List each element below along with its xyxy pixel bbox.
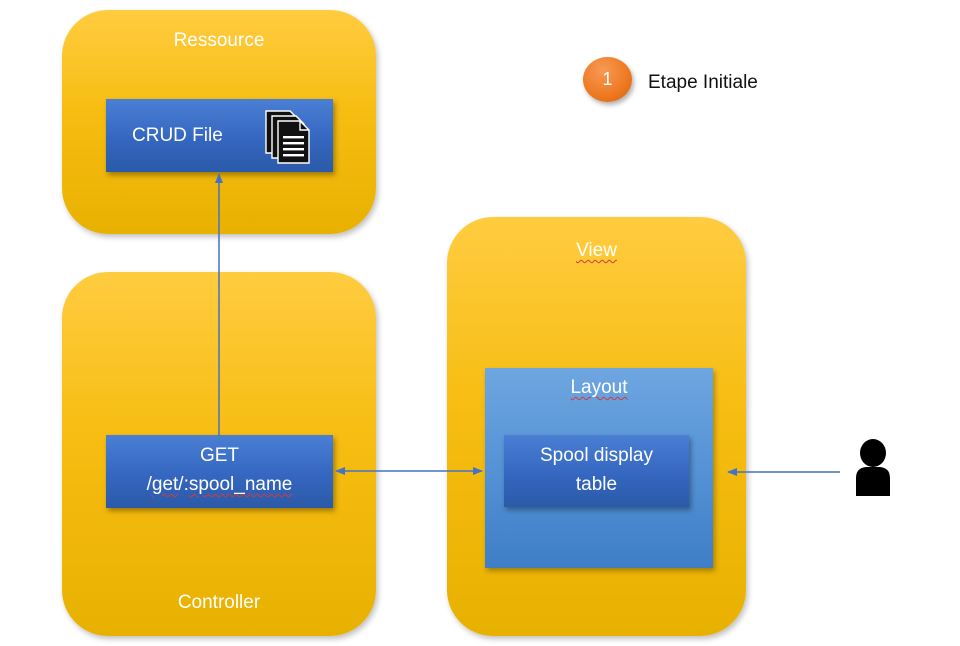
legend-label: Etape Initiale <box>648 72 758 93</box>
controller-title: Controller <box>177 592 261 613</box>
person-icon <box>853 438 893 503</box>
route-get-segment: get <box>151 474 179 495</box>
spool-display-line2: table <box>575 474 618 495</box>
layout-title: Layout <box>485 377 713 399</box>
controller-panel: GET /get/:spool_name Controller <box>62 272 376 636</box>
spool-display-line1: Spool display <box>539 445 654 466</box>
crud-file-box: CRUD File <box>106 99 333 172</box>
get-method-label: GET <box>199 445 240 466</box>
layout-title-text: Layout <box>570 377 628 398</box>
get-route-box: GET /get/:spool_name <box>106 435 333 508</box>
ressource-title: Ressource <box>173 30 265 51</box>
get-route-path: /get/:spool_name <box>106 474 333 496</box>
route-mid: /: <box>178 474 189 495</box>
view-panel: View Layout Spool display table <box>447 217 746 636</box>
documents-icon <box>264 109 312 171</box>
view-title: View <box>447 240 746 262</box>
step-badge: 1 <box>583 57 632 102</box>
spool-display-table-box: Spool display table <box>504 435 689 507</box>
layout-box: Layout Spool display table <box>485 368 713 568</box>
view-title-text: View <box>576 240 617 261</box>
route-param: spool_name <box>188 474 293 495</box>
crud-file-label: CRUD File <box>132 125 223 146</box>
route-prefix: / <box>146 474 152 495</box>
